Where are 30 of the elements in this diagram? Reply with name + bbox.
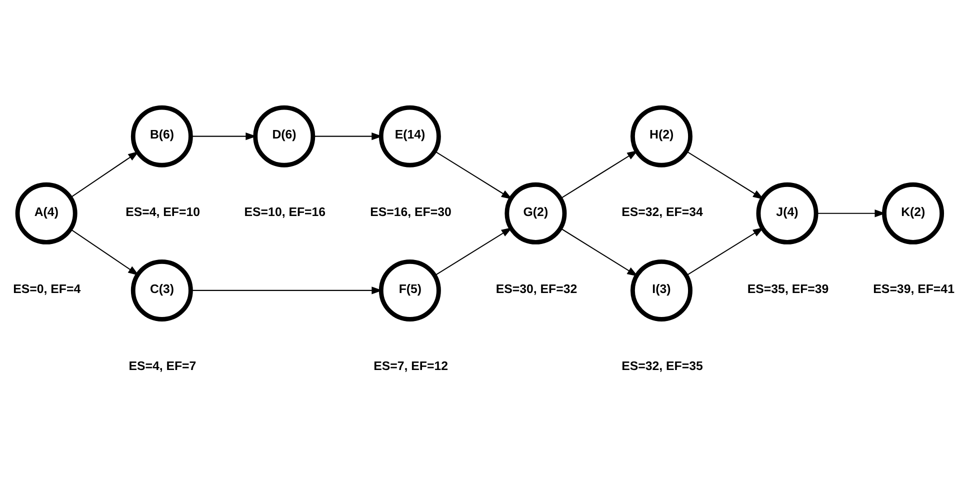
node-label: ES=35, EF=39	[747, 281, 829, 296]
arrow	[70, 150, 140, 198]
node-label: ES=0, EF=4	[13, 281, 81, 296]
arrow	[70, 228, 140, 276]
node-circle: D(6)	[253, 104, 316, 167]
node-label: ES=32, EF=35	[622, 358, 703, 372]
arrow	[686, 226, 764, 276]
node-circle: H(2)	[630, 104, 692, 167]
node-circle: J(4)	[756, 182, 818, 244]
node-circle: B(6)	[130, 104, 193, 167]
arrow	[434, 150, 512, 199]
node-label: ES=4, EF=10	[126, 204, 200, 218]
node-label: ES=39, EF=41	[873, 281, 954, 296]
node-label: ES=10, EF=16	[244, 204, 326, 218]
node-label: ES=4, EF=7	[128, 358, 196, 372]
node-circle: C(3)	[130, 258, 193, 321]
arrow	[560, 227, 638, 276]
node-circle: I(3)	[630, 258, 692, 321]
node-label: ES=7, EF=12	[374, 358, 448, 372]
node-label: ES=16, EF=30	[370, 204, 452, 218]
arrow	[434, 226, 512, 276]
arrow	[686, 150, 764, 199]
node-circle: E(14)	[378, 104, 441, 167]
node-circle: A(4)	[15, 182, 78, 244]
node-label: ES=30, EF=32	[496, 281, 578, 296]
node-label: ES=32, EF=34	[622, 204, 703, 218]
arrow	[560, 150, 638, 198]
node-circle: K(2)	[882, 182, 944, 244]
node-circle: F(5)	[378, 258, 441, 321]
node-circle: G(2)	[504, 182, 567, 244]
